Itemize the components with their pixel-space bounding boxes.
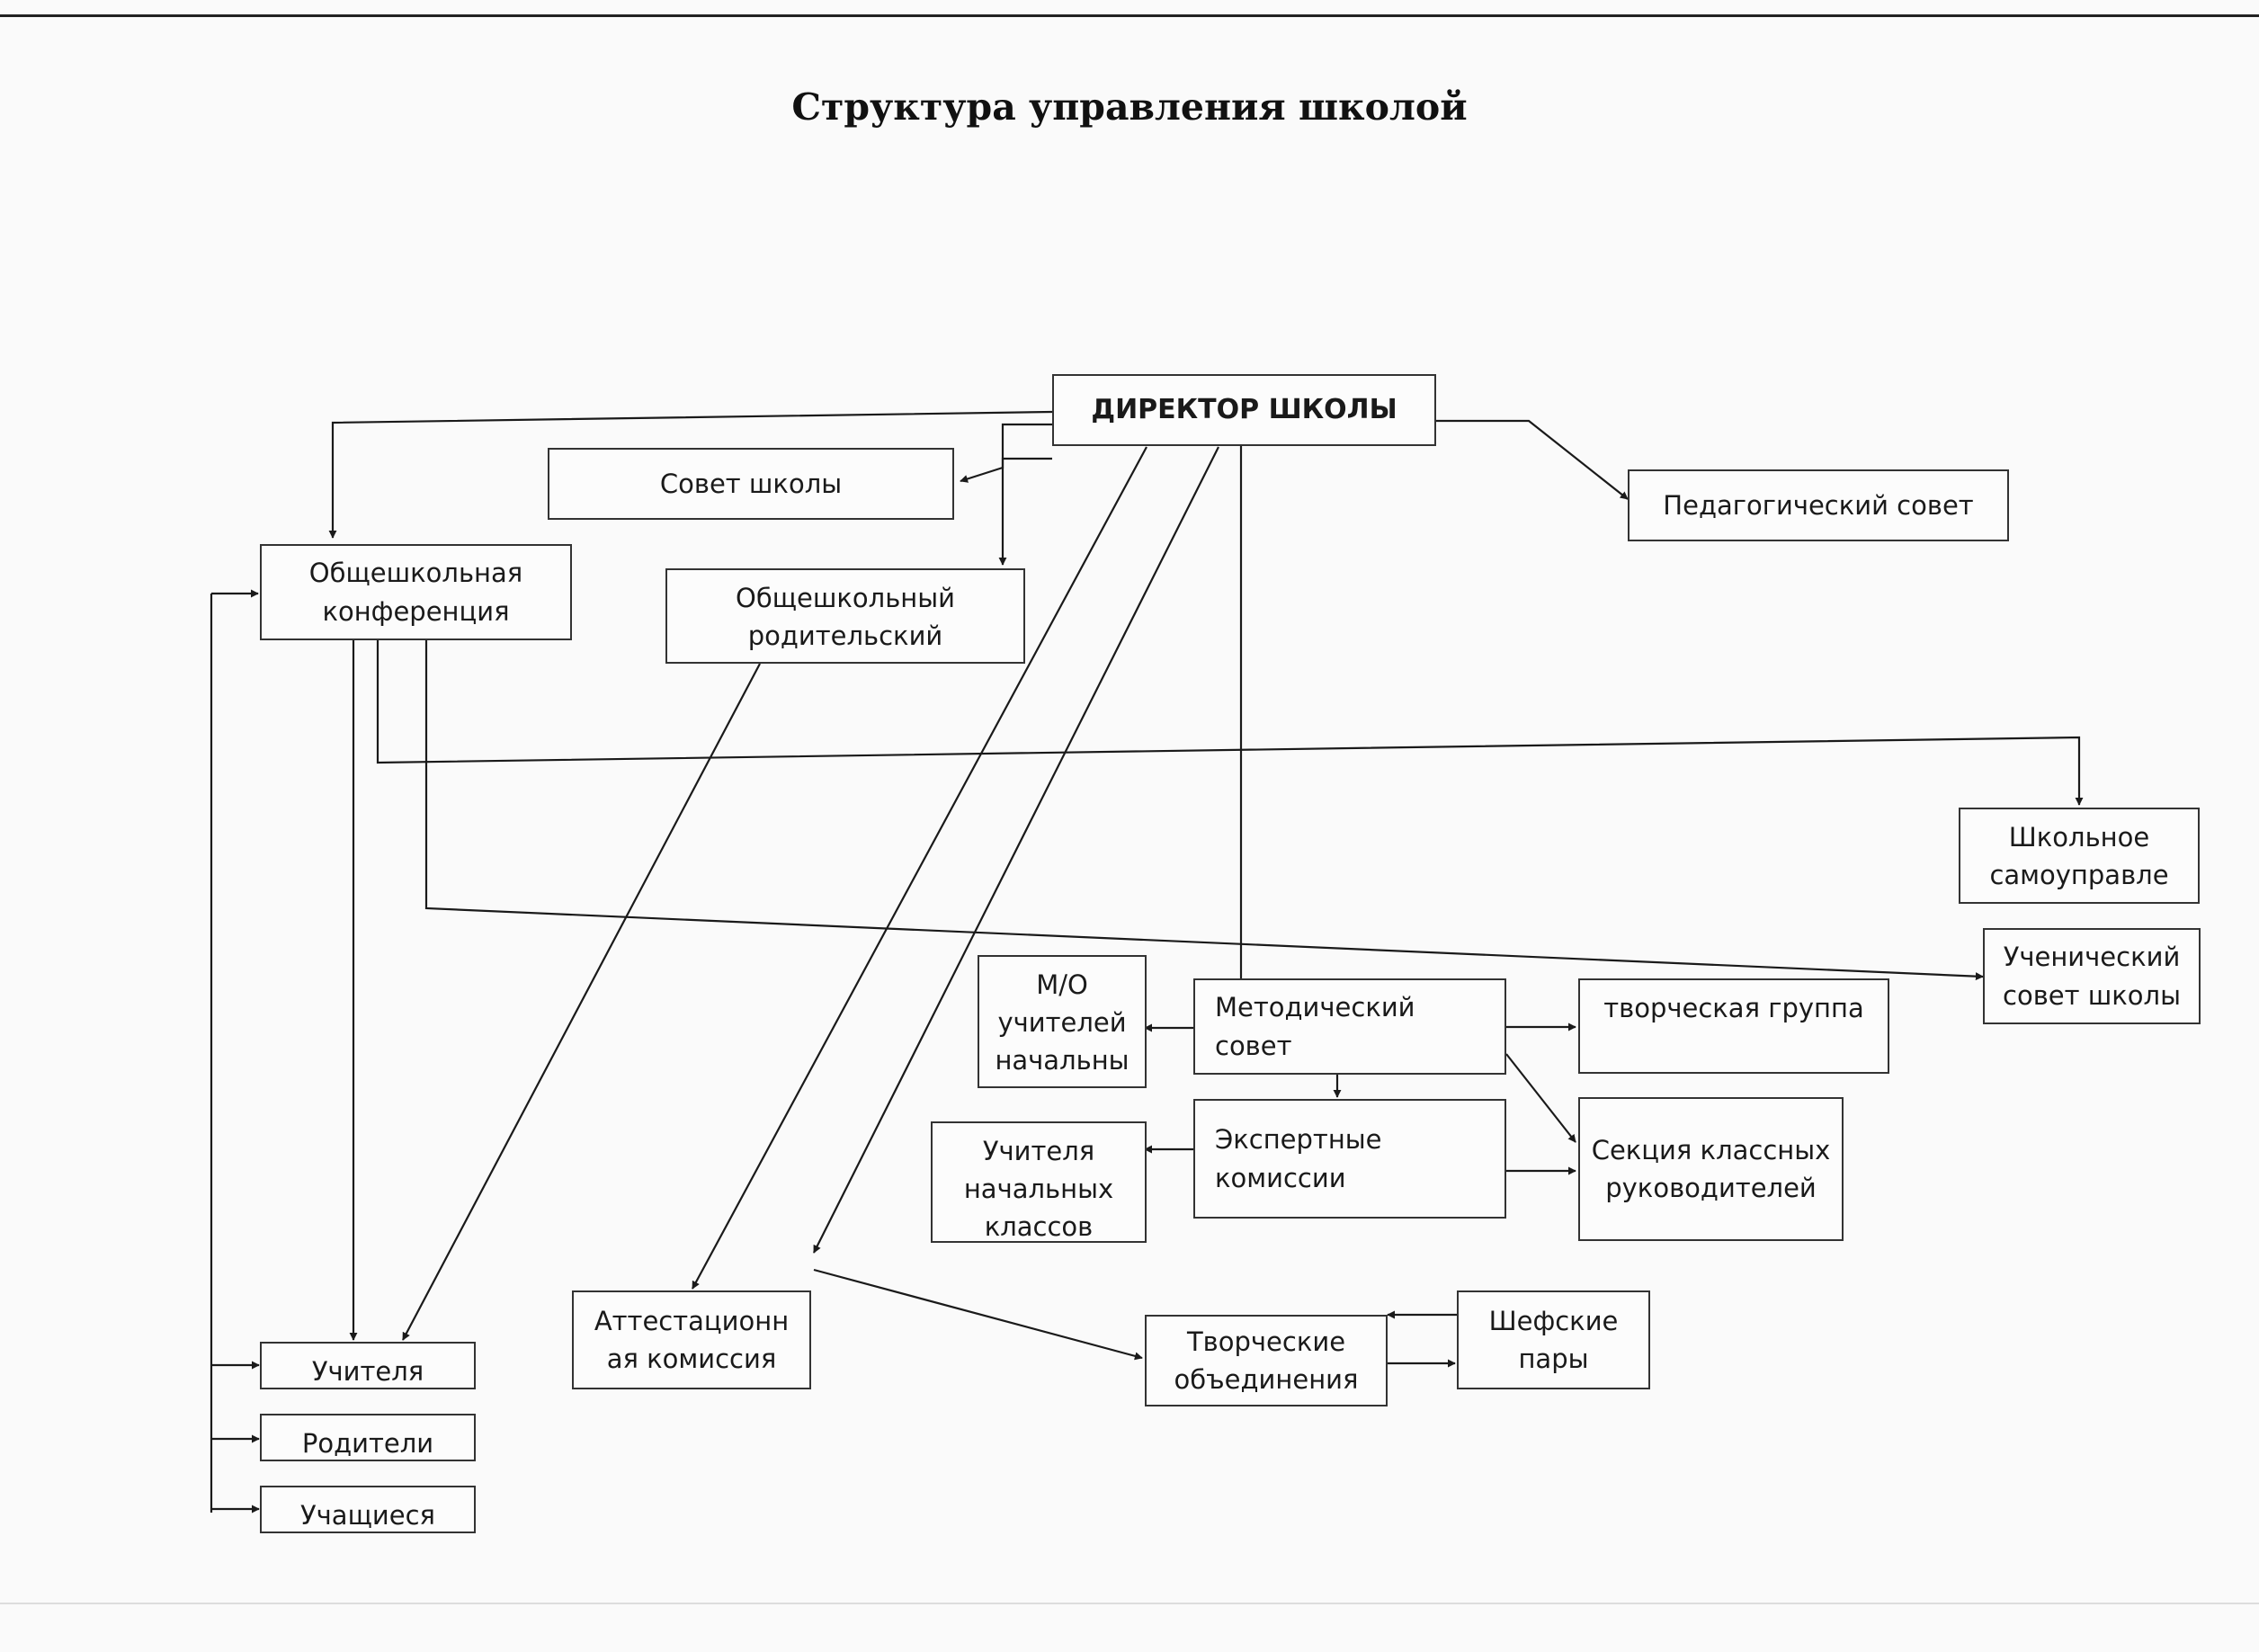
link-director-conference [328, 410, 1053, 539]
node-teachers: Учителя [260, 1342, 476, 1389]
node-expert-commissions: Экспертные комиссии [1193, 1099, 1506, 1219]
node-creative-associations: Творческие объединения [1145, 1315, 1388, 1406]
node-parents: Родители [260, 1414, 476, 1461]
node-attestation-commission: Аттестационн ая комиссия [572, 1290, 811, 1389]
link-director-attestation [692, 446, 1147, 1290]
link-methodical-class-section [1505, 1053, 1576, 1143]
link-parent-committee-teachers [402, 663, 761, 1341]
scan-top-edge [0, 14, 2259, 17]
link-to-creative-associations [813, 1268, 1143, 1361]
link-director-creative-tail [813, 446, 1219, 1254]
node-student-council: Ученический совет школы [1983, 928, 2201, 1024]
node-students: Учащиеся [260, 1486, 476, 1533]
node-general-conference: Общешкольная конференция [260, 544, 572, 640]
node-pedagogical-council: Педагогический совет [1628, 469, 2009, 541]
node-patron-pairs: Шефские пары [1457, 1290, 1650, 1389]
link-conference-student-council [424, 640, 1984, 981]
node-school-council: Совет школы [548, 448, 954, 520]
link-director-pedagogical [1436, 419, 1629, 500]
node-school-self-government: Школьное самоуправле [1959, 808, 2200, 904]
scan-bottom-edge [0, 1603, 2259, 1604]
link-conference-self-government [376, 640, 2084, 806]
link-director-parent-committee [998, 423, 1052, 566]
node-mo-primary-teachers: М/О учителей начальны [978, 955, 1147, 1088]
node-class-teachers-section: Секция классных руководителей [1578, 1097, 1844, 1241]
node-creative-group: творческая группа [1578, 978, 1889, 1074]
node-parent-committee: Общешкольный родительский [665, 568, 1025, 664]
page-title: Структура управления школой [791, 85, 1468, 129]
link-director-school-council [960, 457, 1052, 483]
node-primary-teachers: Учителя начальных классов [931, 1121, 1147, 1243]
node-methodical-council: Методический совет [1193, 978, 1506, 1075]
node-director: ДИРЕКТОР ШКОЛЫ [1052, 374, 1436, 446]
